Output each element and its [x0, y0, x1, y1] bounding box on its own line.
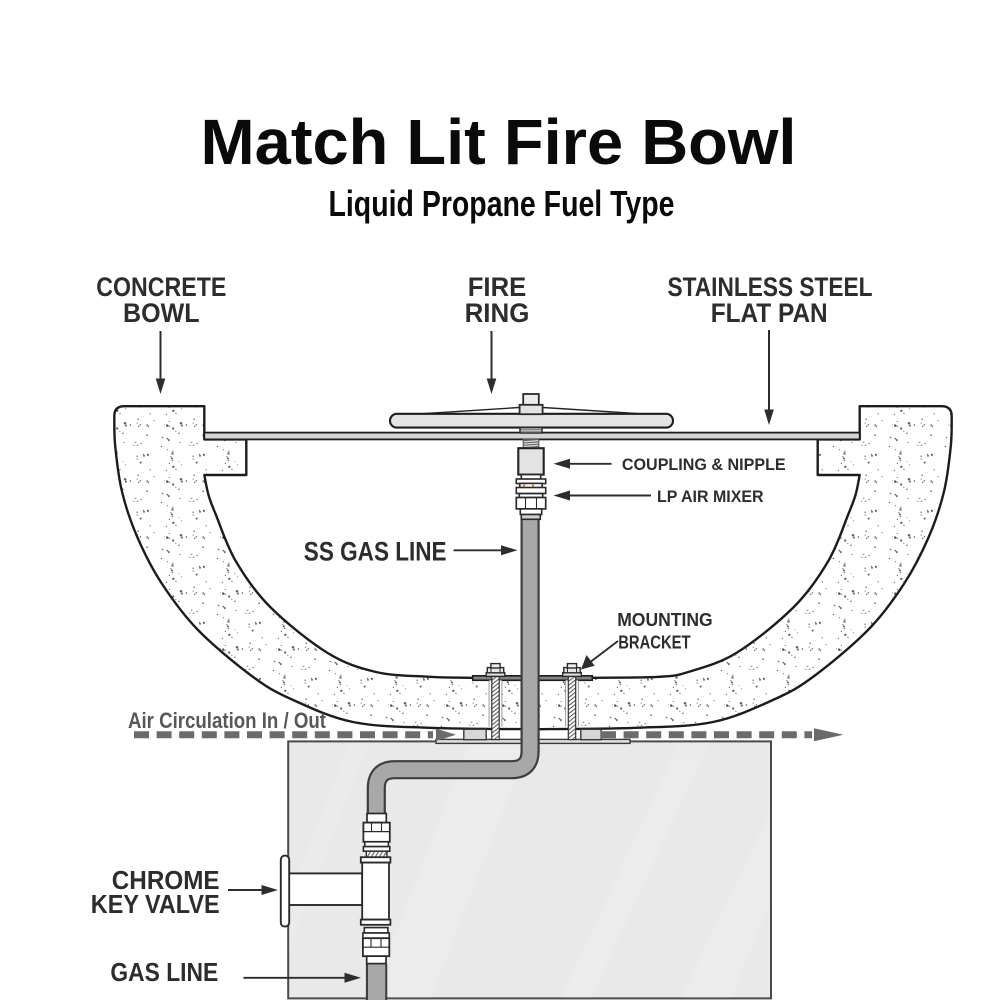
svg-text:Match Lit Fire Bowl: Match Lit Fire Bowl	[201, 106, 797, 178]
svg-text:CHROME: CHROME	[112, 867, 220, 895]
svg-text:FLAT PAN: FLAT PAN	[711, 298, 828, 328]
svg-text:Liquid Propane Fuel Type: Liquid Propane Fuel Type	[329, 183, 675, 224]
svg-text:MOUNTING: MOUNTING	[617, 610, 713, 630]
svg-text:BRACKET: BRACKET	[618, 633, 690, 653]
svg-text:BOWL: BOWL	[123, 298, 200, 328]
svg-text:LP AIR MIXER: LP AIR MIXER	[657, 487, 764, 506]
svg-text:FIRE: FIRE	[468, 272, 527, 302]
svg-text:RING: RING	[465, 298, 530, 328]
svg-text:SS GAS LINE: SS GAS LINE	[304, 537, 447, 567]
svg-text:STAINLESS STEEL: STAINLESS STEEL	[668, 272, 873, 302]
svg-text:KEY VALVE: KEY VALVE	[91, 891, 220, 919]
svg-text:CONCRETE: CONCRETE	[96, 272, 226, 302]
svg-text:GAS LINE: GAS LINE	[110, 959, 218, 987]
svg-text:Air Circulation In / Out: Air Circulation In / Out	[128, 708, 326, 733]
svg-text:COUPLING & NIPPLE: COUPLING & NIPPLE	[622, 455, 786, 474]
